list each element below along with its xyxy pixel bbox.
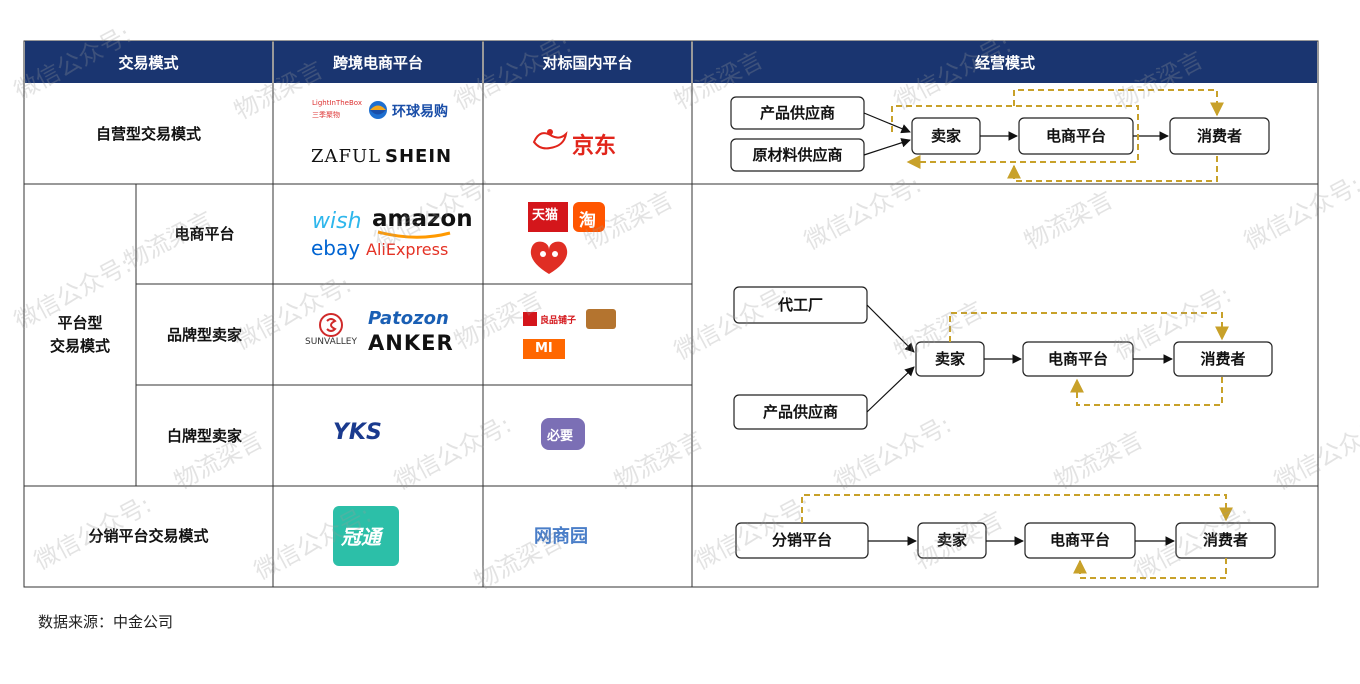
sunvalley-icon: [319, 313, 343, 337]
patozon-logo: Patozon: [368, 308, 449, 329]
jd-dog-icon: [532, 129, 568, 150]
wsy-logo: 网商园: [534, 526, 588, 547]
header-cross-border-platform: 跨境电商平台: [274, 41, 482, 83]
flow3-dist-label: 分销平台: [771, 531, 832, 549]
header-domestic-platform: 对标国内平台: [484, 41, 691, 83]
row-platform: 平台型 交易模式: [49, 314, 110, 355]
yks-logo: YKS: [333, 420, 382, 445]
row-white-label-seller: 白牌型卖家: [166, 426, 242, 445]
flow1-seller-label: 卖家: [930, 126, 961, 145]
mi-logo: MI: [535, 341, 553, 356]
amazon-logo: amazon: [372, 206, 473, 232]
header-business-model: 经营模式: [693, 41, 1317, 83]
amazon-smile-icon: [377, 230, 451, 239]
flow3-seller-label: 卖家: [936, 531, 967, 549]
row-ecommerce-platform: 电商平台: [174, 225, 235, 243]
sunvalley-logo: SUNVALLEY: [305, 337, 357, 347]
guantong-logo: 冠通: [341, 525, 381, 549]
taobao-logo: 淘: [579, 211, 596, 231]
liangpin-badge: [523, 312, 537, 326]
flow1-platform-label: 电商平台: [1045, 126, 1106, 145]
tmall-logo: 天猫: [532, 208, 559, 223]
row-brand-seller: 品牌型卖家: [166, 325, 242, 344]
liangpin-logo: 良品铺子: [540, 316, 577, 326]
row-distribution: 分销平台交易模式: [88, 527, 209, 545]
jd-logo: 京东: [572, 134, 617, 159]
guantong-badge: [333, 506, 399, 566]
sanjiyin-logo: 三季聚物: [312, 111, 340, 119]
pinduoduo-icon: [530, 241, 568, 274]
wish-logo: wish: [312, 209, 362, 234]
flow3-consumer-label: 消费者: [1202, 531, 1248, 549]
ebay-logo: ebay: [311, 236, 361, 260]
tmall-badge: [528, 202, 568, 232]
lightinthebox-logo: LightInTheBox: [312, 99, 363, 107]
mi-badge: [523, 339, 565, 359]
three-squirrels-badge: [586, 309, 616, 329]
flow1-supplier-label: 产品供应商: [759, 103, 835, 122]
shein-logo: SHEIN: [385, 146, 453, 167]
flow2-consumer-box: [1173, 341, 1273, 377]
huanqiu-logo: 环球易购: [392, 104, 448, 120]
flow1-consumer-label: 消费者: [1196, 126, 1242, 145]
flow1-consumer-box: [1169, 117, 1270, 155]
flow2-seller-label: 卖家: [934, 349, 965, 368]
flow2-platform-label: 电商平台: [1047, 349, 1108, 368]
anker-logo: ANKER: [368, 331, 454, 355]
biyao-logo: 必要: [547, 429, 574, 444]
taobao-badge: [573, 202, 605, 232]
flow2-factory-label: 代工厂: [777, 295, 823, 314]
flow2-consumer-label: 消费者: [1200, 349, 1246, 368]
source-note: 数据来源：中金公司: [38, 613, 174, 631]
zaful-logo: ZAFUL: [311, 146, 382, 167]
flow2-supplier-label: 产品供应商: [762, 402, 838, 421]
flow1-raw-supplier-label: 原材料供应商: [752, 145, 843, 164]
flow3-platform-label: 电商平台: [1049, 531, 1110, 549]
biyao-badge: [541, 418, 585, 450]
huanqiu-icon: [369, 101, 387, 119]
header-trade-mode: 交易模式: [25, 41, 272, 83]
row-self-operated: 自营型交易模式: [95, 125, 201, 143]
aliexpress-logo: AliExpress: [366, 240, 449, 259]
